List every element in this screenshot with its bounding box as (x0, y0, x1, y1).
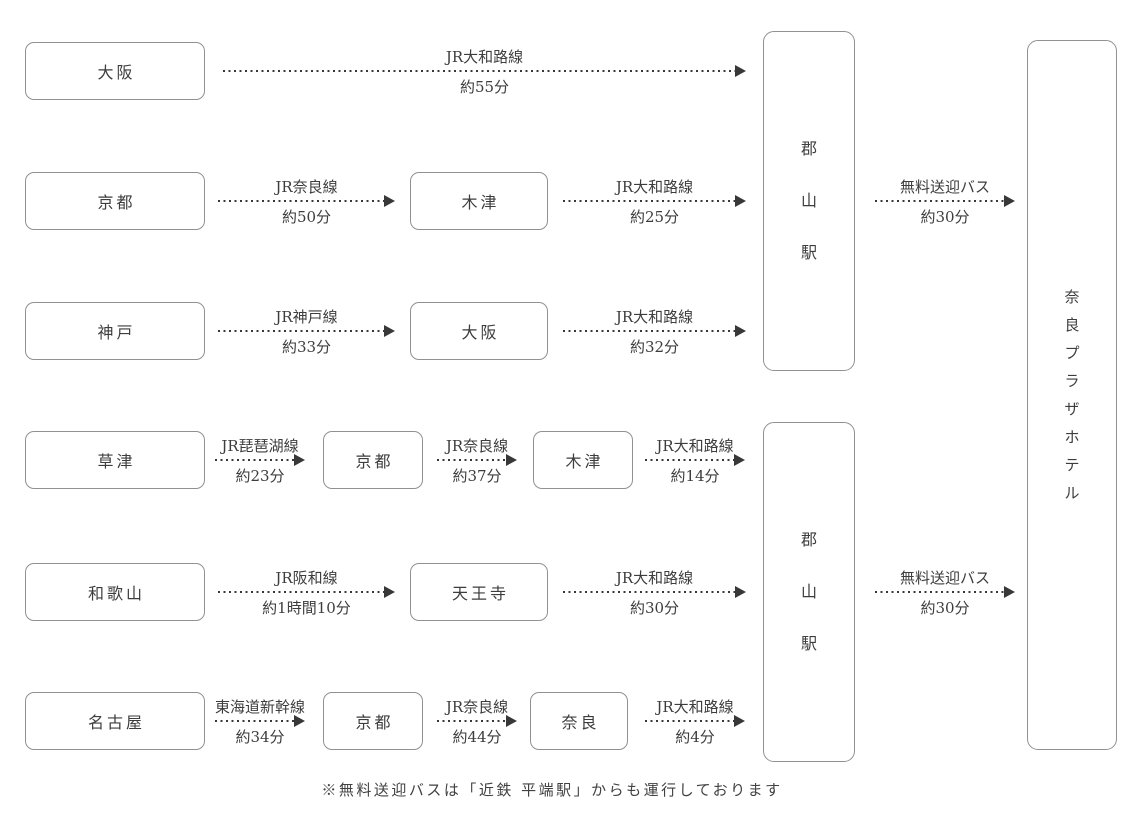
station-label: 天王寺 (451, 584, 509, 603)
station-box-osaka-via: 大阪 (410, 302, 548, 360)
arrowhead-icon (1004, 195, 1015, 207)
arrowhead-icon (384, 195, 395, 207)
hotel-box-nara-plaza: 奈良プラザホテル (1027, 40, 1117, 750)
dotted-route-line (645, 459, 734, 461)
station-label: 神戸 (97, 323, 136, 342)
station-label: 木津 (461, 193, 500, 212)
station-label: 木津 (565, 452, 604, 471)
dotted-route-line (223, 70, 735, 72)
route-line-label: JR神戸線 (275, 307, 338, 326)
dotted-route-line (218, 330, 384, 332)
arrowhead-icon (734, 454, 745, 466)
dotted-route-line (645, 720, 734, 722)
route-duration-label: 約55分 (459, 78, 510, 96)
route-duration-label: 約50分 (281, 208, 332, 226)
route-duration-label: 約25分 (629, 208, 680, 226)
station-label: 草津 (97, 452, 136, 471)
station-label: 和歌山 (87, 584, 145, 603)
dotted-route-line (563, 200, 735, 202)
route-line-label: JR大和路線 (615, 568, 694, 587)
route-line-label: JR大和路線 (615, 307, 694, 326)
station-label-vertical: 郡山駅 (800, 530, 817, 653)
station-box-wakayama: 和歌山 (25, 563, 205, 621)
route-duration-label: 約44分 (452, 728, 502, 746)
route-duration-label: 約37分 (452, 467, 502, 485)
arrowhead-icon (735, 195, 746, 207)
route-duration-label: 約33分 (281, 338, 332, 356)
station-box-koriyama-2: 郡山駅 (763, 422, 855, 762)
route-duration-label: 約4分 (675, 728, 715, 746)
route-duration-label: 約1時間10分 (262, 599, 351, 617)
arrowhead-icon (506, 454, 517, 466)
dotted-route-line (437, 720, 506, 722)
route-line-label: JR奈良線 (445, 697, 509, 716)
route-duration-label: 約30分 (920, 208, 970, 226)
station-label: 大阪 (97, 63, 136, 82)
arrowhead-icon (384, 325, 395, 337)
route-line-label: 無料送迎バス (899, 568, 991, 587)
route-duration-label: 約34分 (235, 728, 285, 746)
dotted-route-line (215, 459, 294, 461)
dotted-route-line (218, 591, 384, 593)
route-line-label: JR阪和線 (275, 568, 338, 587)
route-duration-label: 約30分 (629, 599, 680, 617)
station-box-koriyama-1: 郡山駅 (763, 31, 855, 371)
station-label-vertical: 郡山駅 (800, 139, 817, 262)
route-line-label: JR奈良線 (275, 177, 338, 196)
dotted-route-line (875, 591, 1004, 593)
route-line-label: JR奈良線 (445, 436, 509, 455)
dotted-route-line (218, 200, 384, 202)
dotted-route-line (215, 720, 294, 722)
arrowhead-icon (1004, 586, 1015, 598)
dotted-route-line (875, 200, 1004, 202)
arrowhead-icon (294, 454, 305, 466)
hotel-label-vertical: 奈良プラザホテル (1064, 287, 1080, 502)
station-box-nagoya: 名古屋 (25, 692, 205, 750)
station-box-nara: 奈良 (530, 692, 628, 750)
dotted-route-line (563, 591, 735, 593)
route-duration-label: 約14分 (670, 467, 720, 485)
footnote: ※無料送迎バスは「近鉄 平端駅」からも運行しております (321, 781, 783, 799)
arrowhead-icon (735, 325, 746, 337)
station-box-kizu-via-2: 木津 (533, 431, 633, 489)
route-line-label: JR大和路線 (615, 177, 694, 196)
station-box-kyoto-via-1: 京都 (323, 431, 423, 489)
arrowhead-icon (294, 715, 305, 727)
route-duration-label: 約32分 (629, 338, 680, 356)
station-label: 京都 (355, 713, 394, 732)
station-box-kobe: 神戸 (25, 302, 205, 360)
dotted-route-line (437, 459, 506, 461)
arrowhead-icon (384, 586, 395, 598)
dotted-route-line (563, 330, 735, 332)
station-label: 大阪 (461, 323, 500, 342)
station-label: 名古屋 (87, 713, 145, 732)
station-box-kyoto: 京都 (25, 172, 205, 230)
arrowhead-icon (735, 586, 746, 598)
arrowhead-icon (735, 65, 746, 77)
route-line-label: JR大和路線 (656, 697, 734, 716)
arrowhead-icon (506, 715, 517, 727)
station-box-kizu-via: 木津 (410, 172, 548, 230)
route-line-label: JR大和路線 (445, 47, 524, 66)
station-label: 京都 (97, 193, 136, 212)
route-duration-label: 約23分 (235, 467, 285, 485)
route-line-label: 東海道新幹線 (214, 697, 306, 716)
route-line-label: 無料送迎バス (899, 177, 991, 196)
arrowhead-icon (734, 715, 745, 727)
station-label: 奈良 (561, 713, 600, 732)
station-label: 京都 (355, 452, 394, 471)
route-duration-label: 約30分 (920, 599, 970, 617)
station-box-kyoto-via-2: 京都 (323, 692, 423, 750)
route-line-label: JR琵琶湖線 (221, 436, 299, 455)
station-box-osaka: 大阪 (25, 42, 205, 100)
station-box-kusatsu: 草津 (25, 431, 205, 489)
route-line-label: JR大和路線 (656, 436, 734, 455)
station-box-tennoji: 天王寺 (410, 563, 548, 621)
